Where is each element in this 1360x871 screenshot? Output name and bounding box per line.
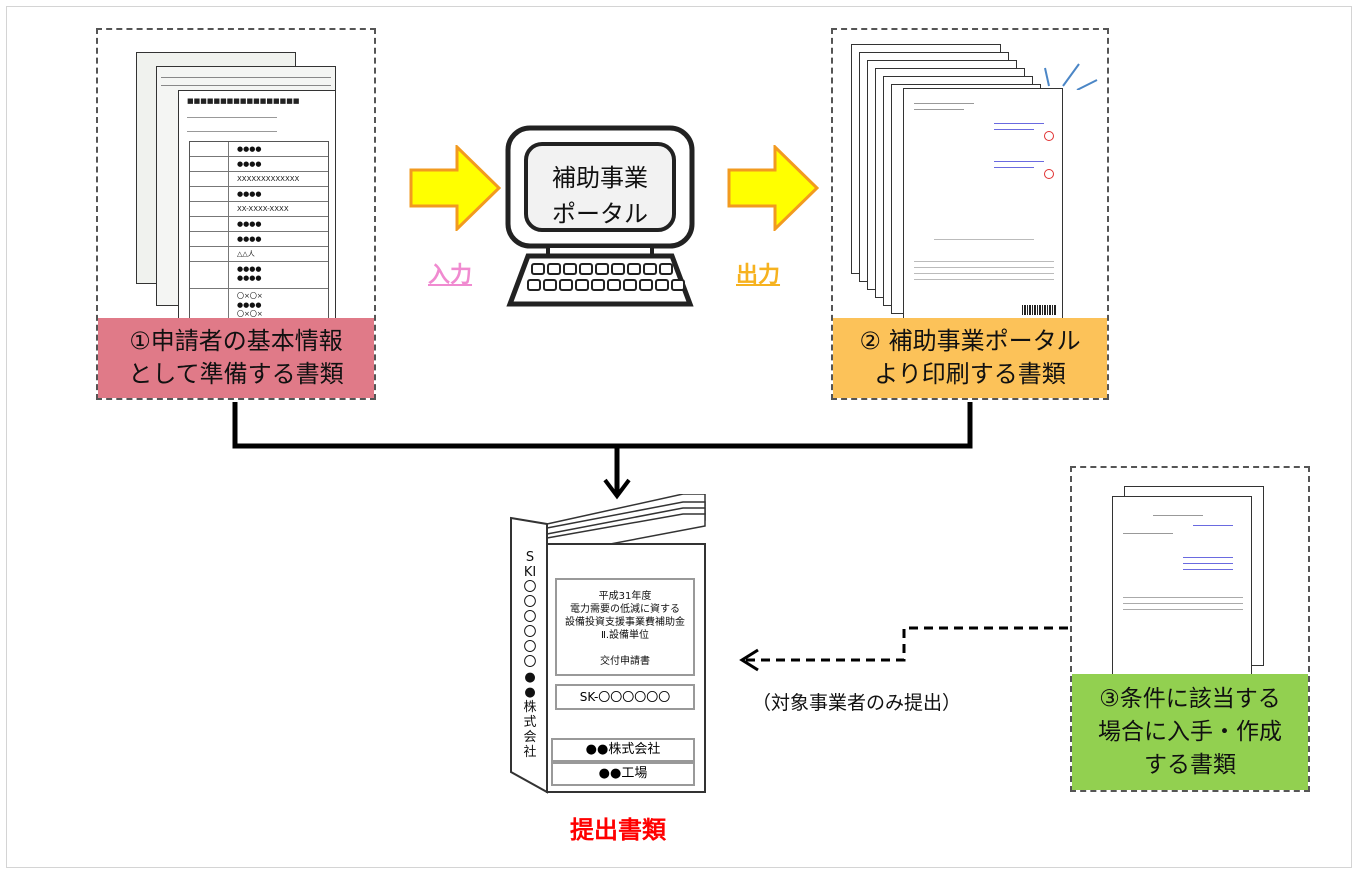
applicant-docs-box: ■■■■■■■■■■■■■■■■■ ●●●●●●●●XXXXXXXXXXXXX●… [96,28,376,400]
form-row-value: XXXXXXXXXXXXX [237,175,300,183]
applicant-doc-stack: ■■■■■■■■■■■■■■■■■ ●●●●●●●●XXXXXXXXXXXXX●… [136,52,336,327]
binder-spine-text: SKI〇〇〇〇〇〇●●株式会社 [523,550,537,760]
printed-doc-stack [851,44,1063,320]
barcode [1022,305,1056,315]
form-row: XXXXXXXXXXXXX [190,172,328,187]
binder-factory: ●●工場 [598,766,648,781]
binder-code: SK-〇〇〇〇〇〇 [579,690,671,704]
form-row-value: ●●●● [237,160,262,168]
output-label: 出力 [736,263,781,288]
front-doc-form: ■■■■■■■■■■■■■■■■■ ●●●●●●●●XXXXXXXXXXXXX●… [178,90,336,327]
form-row: ●●●● [190,187,328,202]
form-row-label [190,247,229,261]
form-row-value: ●●●● ●●●● [237,265,262,282]
print-burst-lines [1044,63,1098,90]
portal-computer-icon [505,125,695,307]
form-row: ●●●● [190,142,328,157]
form-row-label [190,262,229,288]
conditional-docs-box: ③条件に該当する 場合に入手・作成 する書類 [1070,466,1310,792]
conditional-docs-label: ③条件に該当する 場合に入手・作成 する書類 [1072,674,1308,790]
form-row-value: ●●●● [237,235,262,243]
form-row-label [190,187,229,201]
conditional-doc-stack [1112,486,1272,676]
submission-binder: SKI〇〇〇〇〇〇●●株式会社 平成31年度 電力需要の低減に資する 設備投資支… [505,494,711,794]
conditional-front-doc [1112,496,1252,676]
form-row-label [190,232,229,246]
binder-factory-panel: ●●工場 [551,762,695,786]
binder-cover-title: 平成31年度 電力需要の低減に資する 設備投資支援事業費補助金 Ⅱ.設備単位 交… [565,591,685,667]
form-row-label [190,142,229,156]
portal-print-docs-box: ② 補助事業ポータル より印刷する書類 [831,28,1109,400]
form-row: ●●●● [190,157,328,172]
form-row-label [190,157,229,171]
form-row-value: △△人 [237,250,255,258]
conditional-note: （対象事業者のみ提出） [752,692,962,714]
submit-docs-label: 提出書類 [570,816,666,844]
form-row-label [190,172,229,186]
input-label: 入力 [428,263,473,288]
binder-code-panel: SK-〇〇〇〇〇〇 [555,684,695,710]
form-row-label [190,217,229,231]
form-row-value: ●●●● [237,220,262,228]
input-arrow [409,145,501,231]
binder-company-panel: ●●株式会社 [551,738,695,762]
applicant-docs-label: ①申請者の基本情報 として準備する書類 [98,318,374,398]
binder-company: ●●株式会社 [585,742,661,757]
portal-print-docs-label: ② 補助事業ポータル より印刷する書類 [833,318,1107,398]
output-arrow [727,145,819,231]
portal-label: 補助事業 ポータル [552,164,648,228]
form-row-value: ●●●● [237,145,262,153]
printed-page-front [903,88,1063,320]
form-row: XX-XXXX-XXXX [190,202,328,217]
form-row-label [190,202,229,216]
form-row-value: XX-XXXX-XXXX [237,205,289,213]
form-row-value: 〇×〇× ●●●● 〇×〇× [237,292,263,318]
form-row: ●●●● [190,217,328,232]
form-row: ●●●● [190,232,328,247]
binder-cover-panel: 平成31年度 電力需要の低減に資する 設備投資支援事業費補助金 Ⅱ.設備単位 交… [555,578,695,676]
form-row: ●●●● ●●●● [190,262,328,289]
form-row-value: ●●●● [237,190,262,198]
form-row: △△人 [190,247,328,262]
